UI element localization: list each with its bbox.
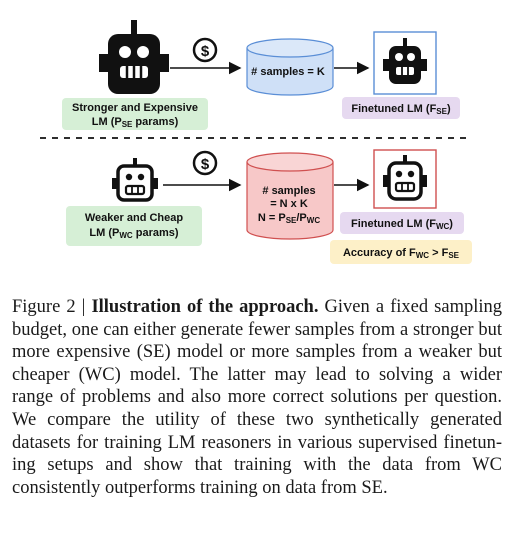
svg-text:$: $ bbox=[201, 43, 210, 60]
dollar-icon: $ bbox=[192, 37, 218, 63]
dataset-wc-line1: # samples bbox=[262, 185, 315, 197]
dollar-icon: $ bbox=[192, 150, 218, 176]
robot-icon bbox=[99, 20, 169, 94]
dataset-cylinder-se: # samples = K bbox=[246, 38, 334, 96]
weak-model-line1: Weaker and Cheap bbox=[85, 212, 184, 224]
figure-label: Figure 2 | bbox=[12, 297, 92, 317]
svg-text:Finetuned LM (FSE): Finetuned LM (FSE) bbox=[351, 103, 451, 116]
dataset-cylinder-wc: # samples = N x K N = PSE/PWC bbox=[246, 152, 334, 240]
robot-icon bbox=[383, 38, 427, 84]
model-label-strong: Stronger and Expensive LM (PSE params) bbox=[62, 98, 208, 130]
figure-caption: Figure 2 | Illustration of the approach.… bbox=[12, 296, 502, 499]
svg-text:Finetuned LM (FWC): Finetuned LM (FWC) bbox=[351, 218, 453, 231]
dataset-wc-line3: N = PSE/PWC bbox=[258, 212, 320, 225]
svg-text:$: $ bbox=[201, 156, 210, 173]
weak-model-line2: LM (PWC params) bbox=[89, 227, 178, 240]
model-label-weak: Weaker and Cheap LM (PWC params) bbox=[66, 206, 202, 246]
approach-diagram: Stronger and Expensive LM (PSE params) $… bbox=[40, 20, 472, 264]
finetuned-se-label: Finetuned LM (FSE) bbox=[342, 97, 460, 119]
strong-model-line1: Stronger and Expensive bbox=[72, 102, 198, 114]
robot-icon bbox=[383, 155, 427, 201]
robot-icon bbox=[112, 158, 158, 202]
dataset-se-label: # samples = K bbox=[251, 66, 325, 78]
dataset-wc-line2: = N x K bbox=[270, 198, 308, 210]
finetuned-se-box bbox=[373, 31, 437, 95]
accuracy-label: Accuracy of FWC > FSE bbox=[330, 240, 472, 264]
strong-model-line2: LM (PSE params) bbox=[92, 116, 179, 129]
finetuned-wc-box bbox=[373, 149, 437, 209]
caption-title: Illustration of the approach. bbox=[91, 297, 319, 317]
caption-body: Given a fixed sampling budget, one can e… bbox=[12, 297, 502, 498]
finetuned-wc-label: Finetuned LM (FWC) bbox=[340, 212, 464, 234]
svg-text:Accuracy of FWC > FSE: Accuracy of FWC > FSE bbox=[343, 247, 460, 260]
